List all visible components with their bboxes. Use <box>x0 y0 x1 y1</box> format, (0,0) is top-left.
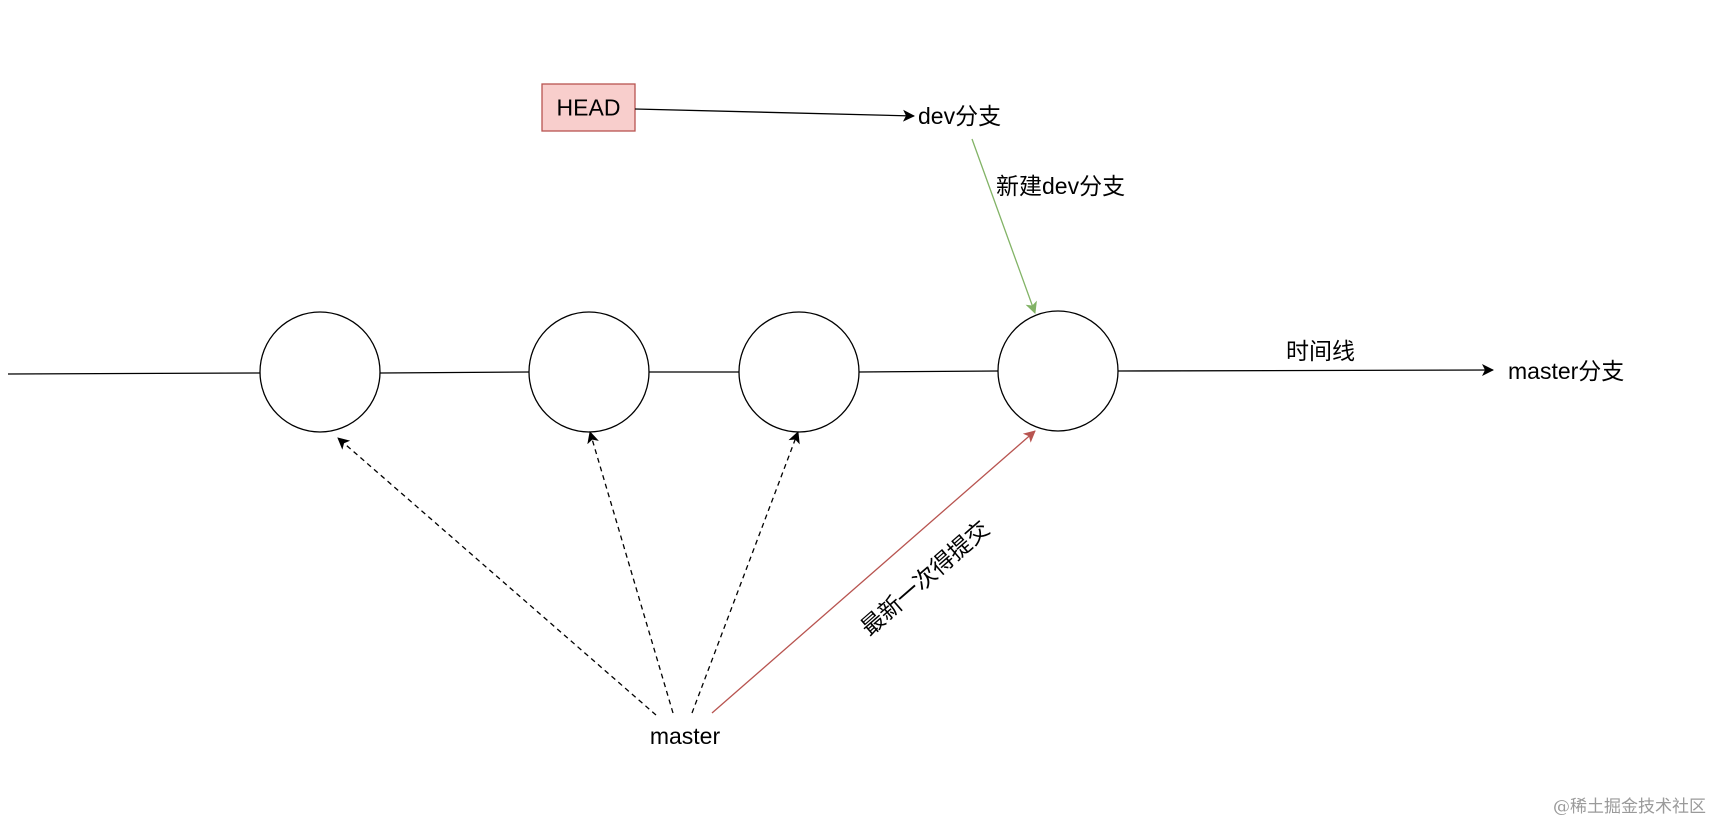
watermark-text: @稀土掘金技术社区 <box>1553 797 1706 817</box>
latest-commit-label: 最新一次得提交 <box>856 515 995 640</box>
master-history-arrow-3 <box>691 431 800 714</box>
master-history-arrow-1 <box>337 437 657 716</box>
master-label: master <box>650 723 721 749</box>
new-dev-branch-arrow <box>971 138 1037 314</box>
dev-branch-label: dev分支 <box>918 103 1001 129</box>
commit-node-2 <box>528 311 650 433</box>
master-latest-commit-arrow <box>711 430 1036 714</box>
commit-node-4 <box>997 310 1119 432</box>
commit-node-1 <box>259 311 381 433</box>
commit-node-3 <box>738 311 860 433</box>
timeline-segment-start <box>7 372 261 375</box>
head-box <box>541 83 636 132</box>
timeline-label: 时间线 <box>1286 338 1355 364</box>
master-branch-label: master分支 <box>1508 358 1624 384</box>
master-history-arrow-2 <box>587 431 674 714</box>
head-to-dev-arrow <box>634 108 915 122</box>
timeline-segment-3-4 <box>858 370 999 373</box>
head-label: HEAD <box>557 95 621 121</box>
new-dev-branch-label: 新建dev分支 <box>996 173 1125 199</box>
timeline-arrow <box>1117 364 1494 377</box>
timeline-segment-1-2 <box>379 371 530 374</box>
